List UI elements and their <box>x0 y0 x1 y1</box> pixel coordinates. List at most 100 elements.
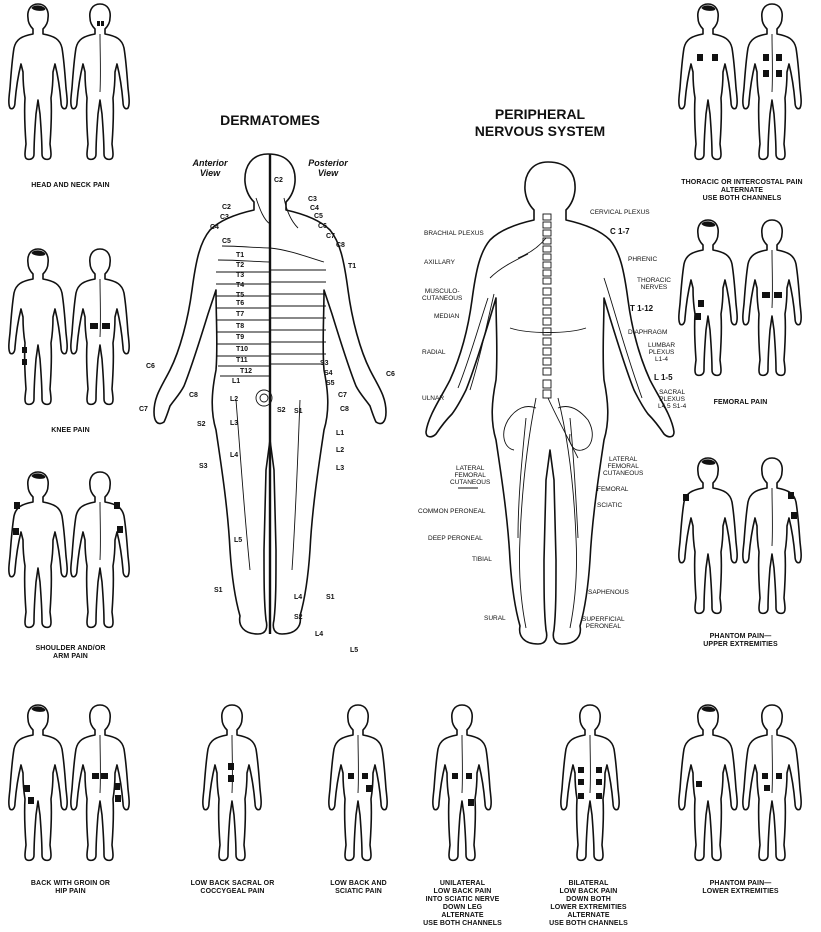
label-s1: S1 <box>326 594 335 601</box>
label-deep-peroneal: DEEP PERONEAL <box>428 535 483 542</box>
label-superficial-peroneal: SUPERFICIAL PERONEAL <box>582 616 625 630</box>
caption-back-groin: BACK WITH GROIN OR HIP PAIN <box>8 880 133 896</box>
label-t9: T9 <box>236 334 245 341</box>
label-t5: T5 <box>236 292 245 299</box>
caption-line: ALTERNATE <box>720 187 764 194</box>
phantom-upper-back-figure <box>742 457 802 615</box>
label-l4: L4 <box>230 452 239 459</box>
label-l5: L5 <box>234 537 243 544</box>
bilateral-figure <box>560 704 620 862</box>
label-s2: S2 <box>294 614 303 621</box>
caption-low-back-sacral: LOW BACK SACRAL OR COCCYGEAL PAIN <box>170 880 295 896</box>
caption-line: ALTERNATE <box>567 912 610 919</box>
label-c4: C4 <box>310 205 319 212</box>
caption-line: DOWN BOTH <box>566 896 611 903</box>
label-c6: C6 <box>146 363 155 370</box>
title-line: PERIPHERAL <box>494 106 586 122</box>
caption-line: UNILATERAL <box>439 880 486 887</box>
caption-line: KNEE PAIN <box>51 427 90 434</box>
nerve-line: FEMORAL <box>607 463 639 470</box>
phantom-lower-back-figure <box>742 704 802 862</box>
view-line: Anterior <box>192 158 228 168</box>
nerve-line: MUSCULO- <box>424 288 460 295</box>
label-ulnar: ULNAR <box>422 395 445 402</box>
label-axillary: AXILLARY <box>424 259 455 266</box>
label-c5: C5 <box>314 213 323 220</box>
peripheral-nervous-figure <box>425 161 675 645</box>
caption-line: THORACIC OR INTERCOSTAL PAIN <box>681 179 803 186</box>
nerve-line: PERONEAL <box>585 623 622 630</box>
nerve-line: THORACIC <box>637 277 671 284</box>
caption-line: LOW BACK PAIN <box>433 888 492 895</box>
label-thoracic-nerves: THORACIC NERVES <box>637 277 671 291</box>
label-c6: C6 <box>318 223 327 230</box>
label-c2: C2 <box>222 204 231 211</box>
label-c6: C6 <box>386 371 395 378</box>
peripheral-title: PERIPHERAL NERVOUS SYSTEM <box>460 106 620 140</box>
nerve-line: CUTANEOUS <box>603 470 644 477</box>
caption-thoracic: THORACIC OR INTERCOSTAL PAIN ALTERNATE U… <box>668 179 816 203</box>
caption-line: USE BOTH CHANNELS <box>423 920 502 927</box>
label-brachial-plexus: BRACHIAL PLEXUS <box>424 230 484 237</box>
label-s5: S5 <box>326 380 335 387</box>
label-l4: L4 <box>315 631 324 638</box>
unilateral-figure <box>432 704 492 862</box>
posterior-view-label: Posterior View <box>306 158 350 178</box>
shoulder-front-figure <box>8 471 68 629</box>
caption-line: DOWN LEG <box>442 904 483 911</box>
label-l3: L3 <box>230 420 239 427</box>
label-s3: S3 <box>320 360 329 367</box>
label-c3: C3 <box>308 196 317 203</box>
caption-line: PHANTOM PAIN— <box>709 880 772 887</box>
head-neck-front-figure <box>8 3 68 161</box>
anterior-view-label: Anterior View <box>188 158 232 178</box>
label-t8: T8 <box>236 323 245 330</box>
label-l2: L2 <box>230 396 239 403</box>
caption-phantom-upper: PHANTOM PAIN— UPPER EXTREMITIES <box>678 633 803 649</box>
label-sciatic: SCIATIC <box>597 502 623 509</box>
caption-line: SCIATIC PAIN <box>335 888 382 895</box>
caption-femoral: FEMORAL PAIN <box>678 399 803 407</box>
label-lumbar-plexus: LUMBAR PLEXUS L1-4 <box>648 342 675 363</box>
label-t11: T11 <box>236 357 248 364</box>
nerve-line: LATERAL <box>608 456 638 463</box>
dermatomes-figure <box>153 153 387 635</box>
nerve-line: LATERAL <box>455 465 485 472</box>
shoulder-back-figure <box>70 471 130 629</box>
label-s2: S2 <box>197 421 206 428</box>
caption-line: BILATERAL <box>568 880 609 887</box>
caption-head-neck: HEAD AND NECK PAIN <box>8 182 133 190</box>
label-lateral-femoral-right: LATERAL FEMORAL CUTANEOUS <box>603 456 643 477</box>
caption-unilateral: UNILATERAL LOW BACK PAIN INTO SCIATIC NE… <box>400 880 525 928</box>
label-c5: C5 <box>222 238 231 245</box>
caption-line: BACK WITH GROIN OR <box>30 880 111 887</box>
nerve-line: L1-4 <box>655 356 669 363</box>
caption-line: LOW BACK AND <box>330 880 387 887</box>
label-c8: C8 <box>189 392 198 399</box>
dermatomes-title: DERMATOMES <box>220 112 320 128</box>
label-phrenic: PHRENIC <box>628 256 658 263</box>
nerve-line: SACRAL <box>659 389 686 396</box>
label-c7: C7 <box>338 392 347 399</box>
label-s1: S1 <box>294 408 303 415</box>
label-t3: T3 <box>236 272 245 279</box>
label-femoral: FEMORAL <box>597 486 629 493</box>
label-t4: T4 <box>236 282 245 289</box>
label-l5: L5 <box>350 647 359 654</box>
caption-line: LOW BACK PAIN <box>559 888 618 895</box>
nerve-line: CUTANEOUS <box>450 479 491 486</box>
nerve-line: FEMORAL <box>454 472 486 479</box>
label-c1-7: C 1-7 <box>610 227 630 236</box>
label-l2: L2 <box>336 447 345 454</box>
caption-shoulder-arm: SHOULDER AND/OR ARM PAIN <box>8 645 133 661</box>
label-l1: L1 <box>336 430 345 437</box>
low-back-sciatic-figure <box>328 704 388 862</box>
back-groin-front-figure <box>8 704 68 862</box>
label-c7: C7 <box>326 233 335 240</box>
thoracic-back-figure <box>742 3 802 161</box>
label-s4: S4 <box>324 370 333 377</box>
label-l1: L1 <box>232 378 241 385</box>
label-t1: T1 <box>348 263 357 270</box>
label-median: MEDIAN <box>434 313 460 320</box>
low-back-sacral-figure <box>202 704 262 862</box>
